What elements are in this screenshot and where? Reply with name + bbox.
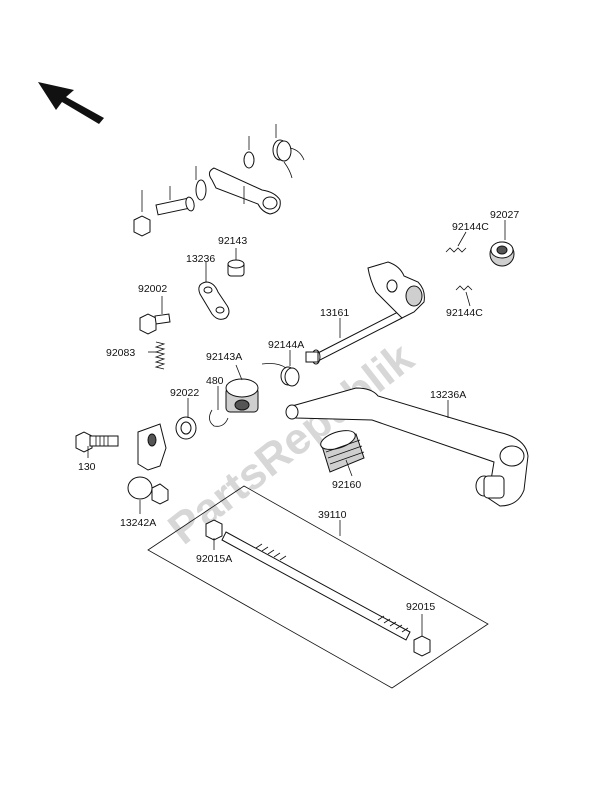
shift-arm-group [139, 259, 245, 370]
lower-rod-assembly [75, 423, 489, 689]
shift-arm-13236-part [198, 281, 230, 320]
pin-92144C-top-part [445, 247, 467, 253]
label-130: 130 [78, 461, 96, 473]
leader-lines [87, 220, 506, 636]
bolt-92002-part [139, 313, 171, 335]
label-92144A: 92144A [268, 339, 304, 351]
label-39110: 39110 [318, 509, 347, 521]
return-spring-part [272, 139, 305, 179]
label-92143: 92143 [218, 235, 247, 247]
label-480: 480 [206, 375, 224, 387]
spring-92083-part [154, 341, 166, 370]
front-direction-arrow-icon [38, 82, 104, 124]
circlip-480-part [209, 409, 229, 427]
label-92022: 92022 [170, 387, 199, 399]
label-92002: 92002 [138, 283, 167, 295]
part-labels: 92143 13236 92002 92083 92143A 480 92022… [78, 209, 519, 613]
pin-92144C-bottom-part [455, 285, 473, 291]
nut-92015-part [413, 635, 431, 657]
bolt-part [155, 196, 195, 216]
upper-linkage-assembly [133, 124, 305, 237]
collar-92143-part [227, 259, 245, 277]
label-92143A: 92143A [206, 351, 242, 363]
label-92144C-top: 92144C [452, 221, 489, 233]
nut-part [133, 215, 151, 237]
watermark-text: PartsRepublik [159, 333, 423, 554]
label-13161: 13161 [320, 307, 349, 319]
collar-92143A-part [225, 378, 259, 413]
shift-pedal-13236A-part [285, 387, 529, 507]
rubber-92160-part [320, 430, 365, 473]
label-92015: 92015 [406, 601, 435, 613]
label-92160: 92160 [332, 479, 361, 491]
clamp-part [137, 423, 167, 471]
bolt-130-part [75, 431, 119, 453]
label-92015A: 92015A [196, 553, 232, 565]
label-13236: 13236 [186, 253, 215, 265]
spring-92144A-part [261, 363, 300, 387]
small-washer-part [243, 151, 255, 169]
rod-assembly-outline [147, 485, 489, 689]
shift-shaft-assembly [175, 241, 515, 440]
rod-39110-part [221, 531, 411, 641]
label-92144C-bottom: 92144C [446, 307, 483, 319]
washer-part [195, 179, 207, 201]
label-92027: 92027 [490, 209, 519, 221]
nut-92015A-part [205, 519, 223, 541]
oil-seal-92027-part [489, 241, 515, 267]
tie-rod-end-13242A-part [127, 476, 169, 505]
label-13236A: 13236A [430, 389, 466, 401]
label-13242A: 13242A [120, 517, 156, 529]
label-92083: 92083 [106, 347, 135, 359]
washer-92022-part [175, 416, 197, 440]
